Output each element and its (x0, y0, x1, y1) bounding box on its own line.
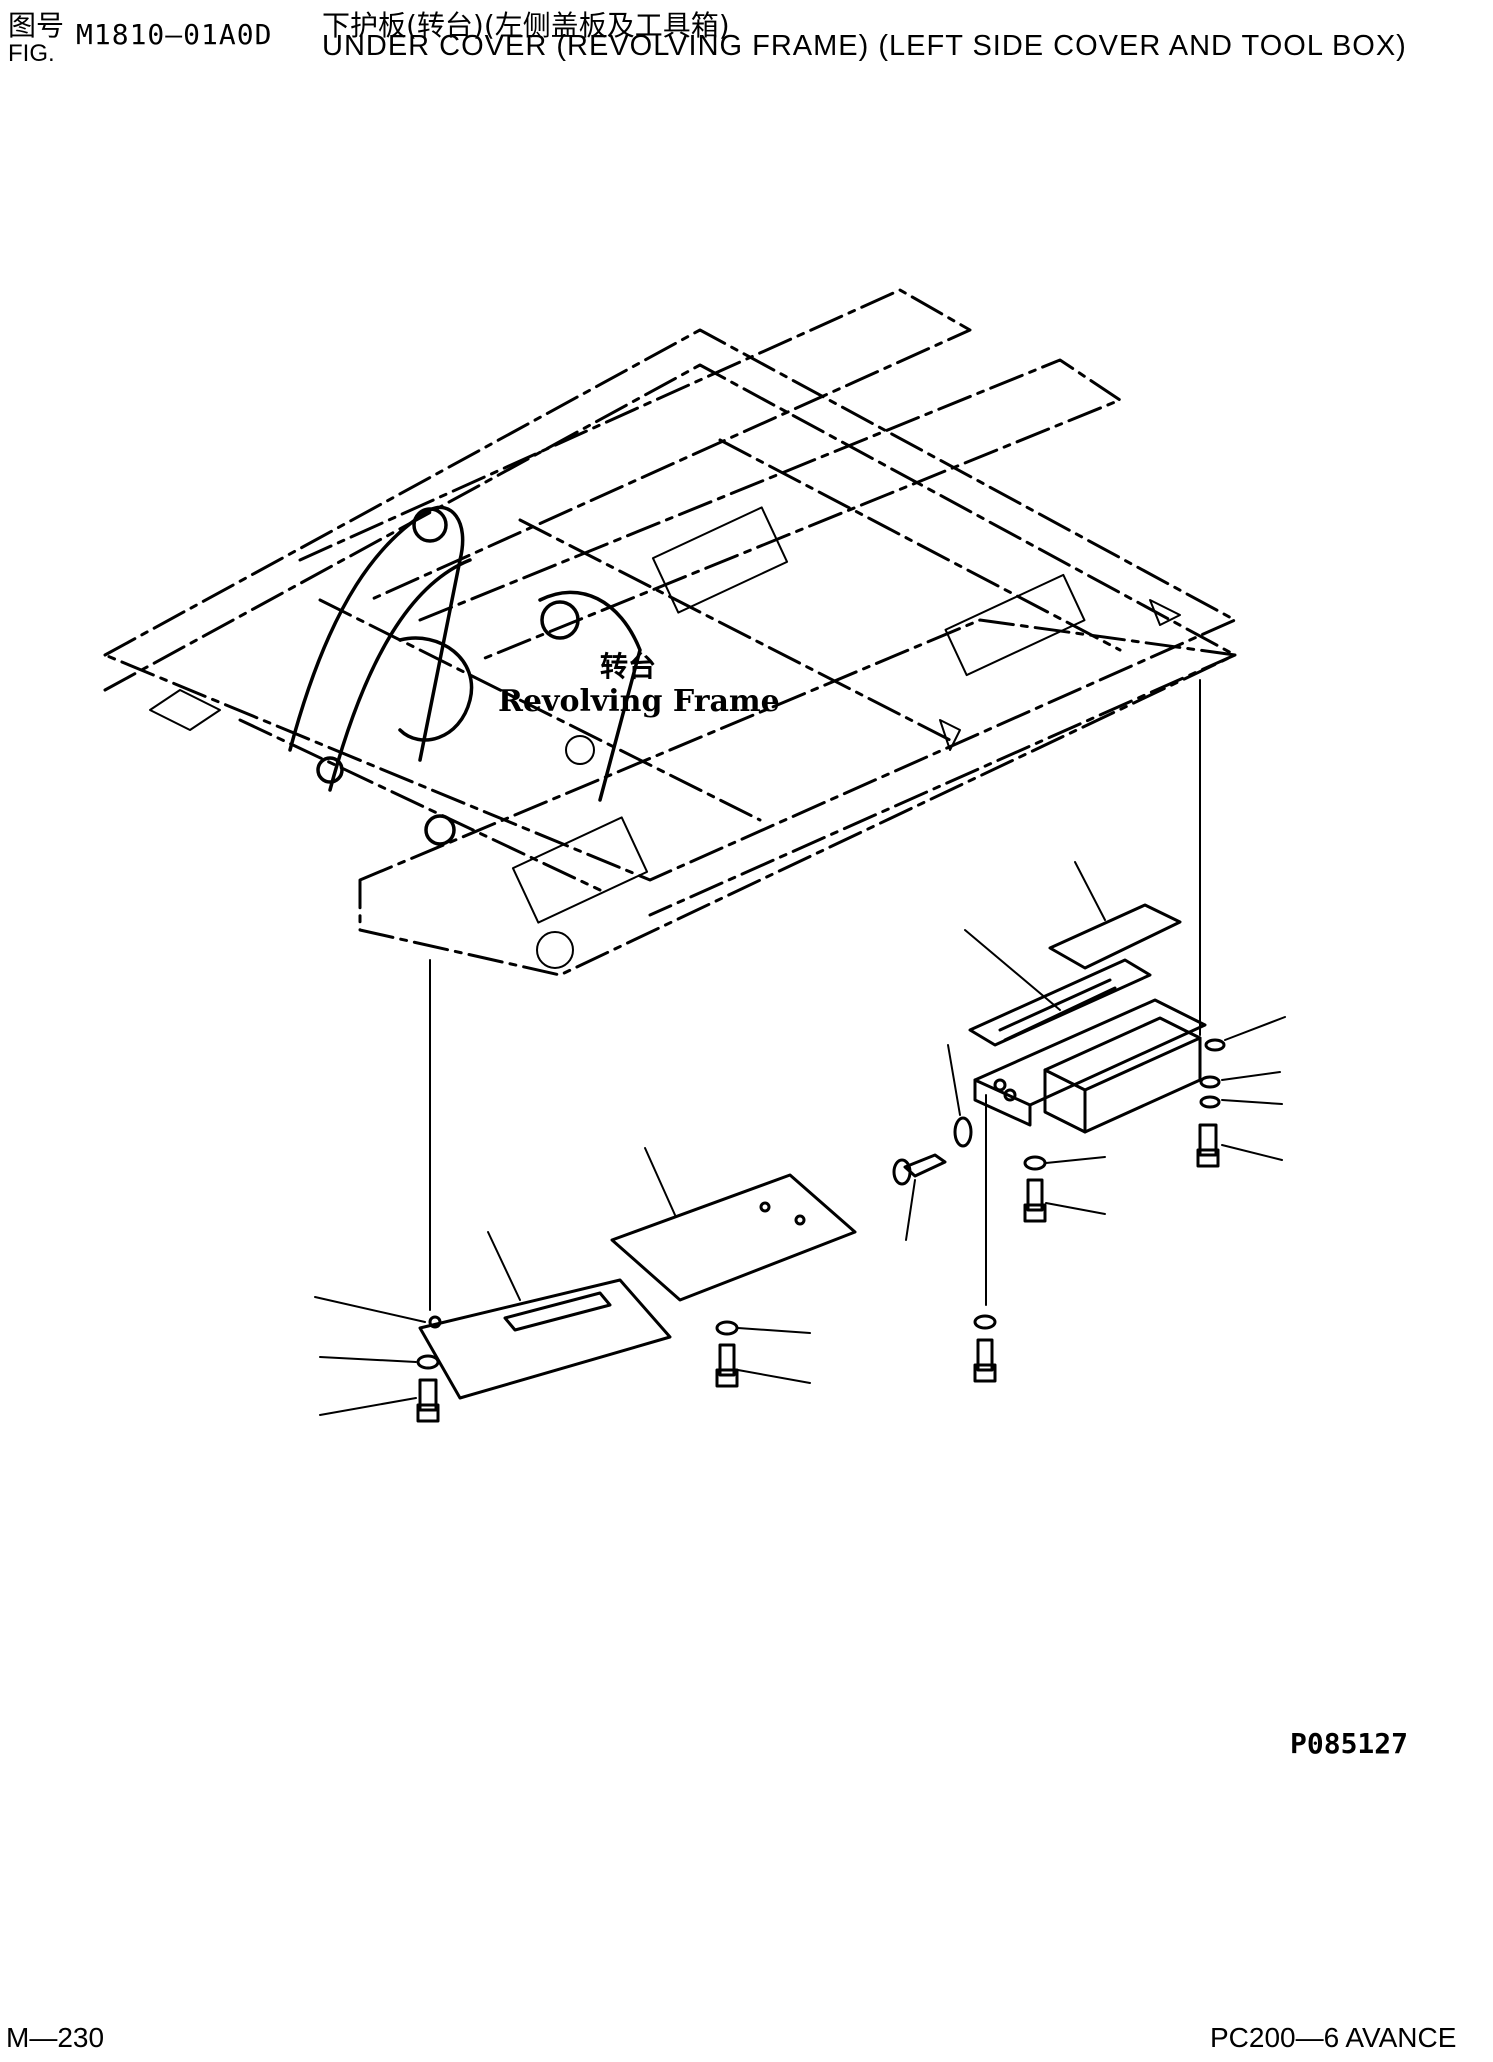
leader-toolbox-lid (964, 929, 1061, 1011)
toolbox-side-bolt (892, 1153, 947, 1241)
frame-label-en: Revolving Frame (498, 684, 780, 719)
page-number: M—230 (6, 2022, 105, 2053)
frame-cross-4 (238, 718, 602, 892)
frame-cross-3 (718, 438, 1122, 652)
frame-inner-rail-1 (298, 288, 972, 602)
side-cover-plate (610, 1173, 857, 1302)
toolbox-lid-pad (1048, 903, 1182, 970)
under-cover-left-fasteners (319, 1354, 440, 1423)
frame-details (149, 506, 1181, 969)
leader-under-cover (487, 1231, 521, 1301)
revolving-frame (103, 288, 1237, 977)
under-cover-mid-fasteners (715, 1320, 811, 1388)
frame-cross-2 (518, 518, 952, 742)
toolbox-side-bracket (947, 1044, 973, 1148)
frame-front-deck (358, 618, 1237, 977)
toolbox-body (973, 998, 1207, 1134)
toolbox-bottom-fasteners (973, 1314, 997, 1383)
toolbox-lid (968, 958, 1152, 1047)
toolbox-under-fasteners (1023, 1155, 1106, 1223)
toolbox-right-fasteners (1196, 1016, 1286, 1168)
frame-cross-1 (318, 598, 762, 822)
projection-lines (429, 679, 1201, 1311)
under-cover-plate (418, 1278, 672, 1400)
fig-label-cn: 图号 (8, 9, 65, 42)
frame-bottom-rail (103, 363, 1237, 917)
boom-bracket (288, 505, 642, 846)
model-name: PC200—6 AVANCE (1210, 2022, 1457, 2053)
leader-lid-pad (1074, 861, 1106, 921)
frame-inner-rail-2 (418, 358, 1122, 662)
fig-code: M1810—01A0D (76, 18, 273, 51)
fig-label-en: FIG. (8, 40, 55, 67)
frame-top-rail (103, 328, 1237, 882)
title-cn: 下护板(转台)(左侧盖板及工具箱) (322, 9, 730, 42)
leader-under-cover-corner (314, 1296, 426, 1323)
picture-code: P085127 (1290, 1727, 1409, 1760)
frame-label-cn: 转台 (600, 650, 656, 683)
leader-side-cover (644, 1147, 676, 1216)
title-en: UNDER COVER (REVOLVING FRAME) (LEFT SIDE… (322, 30, 1407, 62)
